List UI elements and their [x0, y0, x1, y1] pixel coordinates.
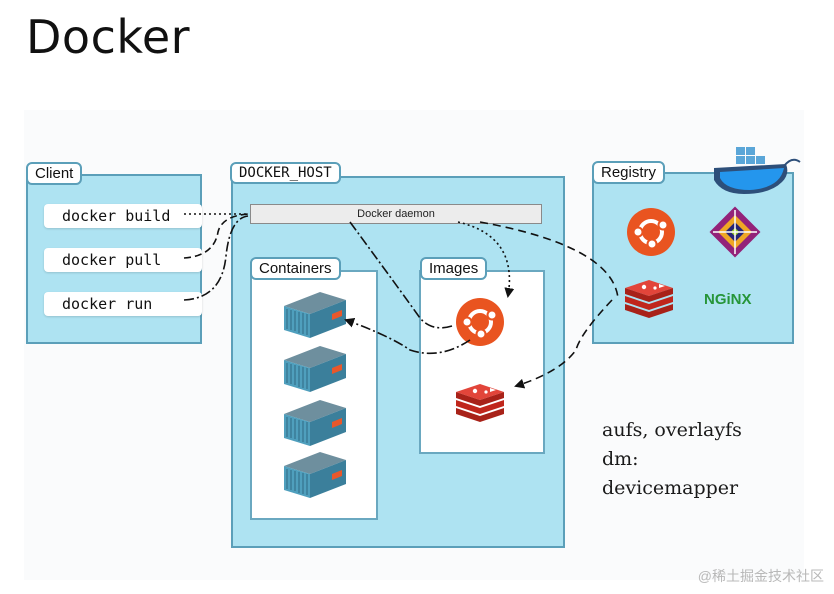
client-command-pull: docker pull	[44, 248, 202, 272]
redis-icon	[456, 384, 504, 422]
docker-host-label: DOCKER_HOST	[230, 162, 341, 184]
ubuntu-icon	[625, 206, 677, 258]
client-label: Client	[26, 162, 83, 185]
note-line: aufs, overlayfs	[602, 419, 742, 441]
registry-label: Registry	[592, 161, 666, 184]
client-box: docker build docker pull docker run	[26, 174, 202, 344]
slide-title: Docker	[26, 10, 191, 64]
container-icon	[283, 345, 347, 393]
nginx-logo: NGiNX	[704, 291, 752, 308]
note-line: dm:	[602, 448, 639, 470]
centos-icon	[709, 206, 761, 258]
note-line: devicemapper	[602, 477, 739, 499]
docker-whale-logo	[714, 147, 801, 194]
images-label: Images	[420, 257, 488, 280]
container-icon	[283, 291, 347, 339]
container-icon	[283, 399, 347, 447]
client-command-build: docker build	[44, 204, 202, 228]
docker-daemon-bar: Docker daemon	[250, 204, 542, 224]
ubuntu-icon	[454, 296, 506, 348]
redis-icon	[625, 280, 673, 318]
watermark: @稀土掘金技术社区	[697, 568, 824, 584]
client-command-run: docker run	[44, 292, 202, 316]
container-icon	[283, 451, 347, 499]
storage-notes: aufs, overlayfs dm: devicemapper	[602, 416, 742, 503]
registry-box	[592, 172, 794, 344]
containers-label: Containers	[250, 257, 341, 280]
